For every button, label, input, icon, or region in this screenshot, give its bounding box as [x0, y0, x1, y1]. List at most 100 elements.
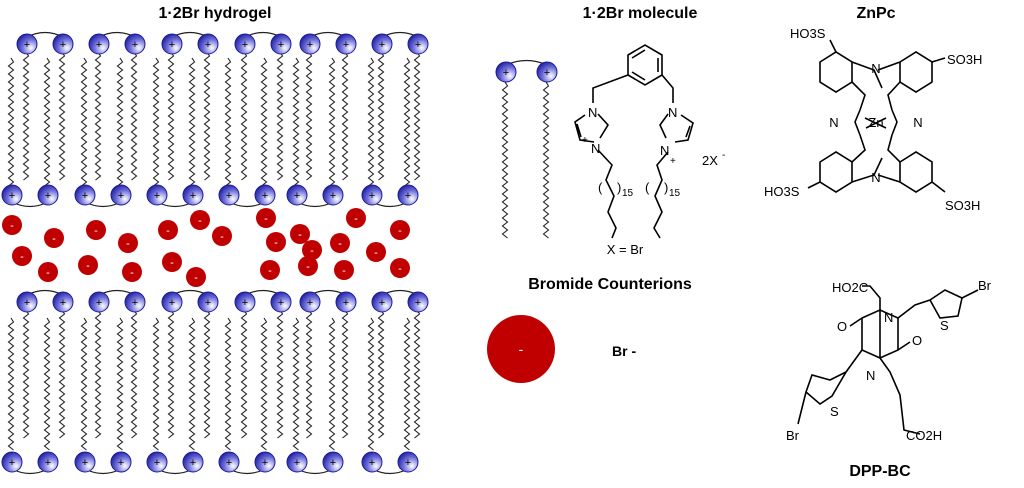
bromide-ion [290, 224, 310, 244]
alkyl-chain [341, 51, 349, 181]
minus-sign: - [374, 247, 378, 259]
plus-sign: + [369, 190, 375, 202]
alkyl-chain [377, 51, 385, 181]
plus-sign: + [205, 297, 211, 309]
minus-sign: - [274, 237, 278, 249]
bromide-ion [330, 233, 350, 253]
bromide-ion [78, 255, 98, 275]
alkyl-chain [130, 51, 138, 181]
cationic-head [397, 184, 419, 206]
alkyl-chain [94, 51, 102, 181]
o-label: O [837, 319, 847, 334]
cationic-head [536, 61, 558, 83]
alkyl-chain [542, 81, 550, 239]
bromide-ion [298, 256, 318, 276]
alkyl-chain [276, 51, 284, 181]
repeat-count: 15 [669, 188, 681, 199]
bromide-ion [38, 262, 58, 282]
cationic-head [124, 291, 146, 313]
counterions-title: Bromide Counterions [528, 276, 692, 293]
alkyl-chain [224, 317, 232, 451]
plus-sign: + [154, 457, 160, 469]
minus-sign: - [398, 263, 402, 275]
alkyl-chain [7, 317, 15, 451]
cationic-head [322, 184, 344, 206]
plus-sign: + [9, 457, 15, 469]
alkyl-chain [22, 309, 30, 439]
minus-sign: - [52, 233, 56, 245]
alkyl-chain [58, 51, 66, 181]
bromide-ion [162, 252, 182, 272]
so3h-bottom-right: SO3H [945, 198, 980, 213]
cationic-head [146, 184, 168, 206]
bromide-ion [186, 267, 206, 287]
alkyl-chain [203, 51, 211, 181]
plus-sign: + [118, 457, 124, 469]
cationic-head [397, 451, 419, 473]
cationic-head [234, 33, 256, 55]
alkyl-chain [305, 309, 313, 439]
atom-zn: Zn [868, 115, 883, 130]
plus-sign: + [169, 297, 175, 309]
plus-sign: + [118, 190, 124, 202]
plus-sign: + [132, 39, 138, 51]
bromide-ion [44, 228, 64, 248]
atom-n: N [871, 170, 880, 185]
n-label: N [866, 368, 875, 383]
minus-sign: - [220, 231, 224, 243]
plus-sign: + [405, 457, 411, 469]
cationic-head [371, 33, 393, 55]
cationic-head [161, 291, 183, 313]
o-label: O [912, 333, 922, 348]
cationic-head [335, 291, 357, 313]
s-label: S [830, 404, 839, 419]
n-label: N [884, 310, 893, 325]
minus-sign: - [166, 225, 170, 237]
bromide-ion [122, 262, 142, 282]
alkyl-chain [94, 309, 102, 439]
alkyl-chain [188, 317, 196, 451]
minus-sign: - [20, 251, 24, 263]
alkyl-chain [292, 57, 300, 187]
plus-sign: + [242, 297, 248, 309]
plus-sign: + [96, 39, 102, 51]
alkyl-chain [188, 57, 196, 187]
minus-sign: - [198, 215, 202, 227]
bromide-ion [256, 208, 276, 228]
molecule-schematic: ++ [495, 59, 558, 239]
cationic-head [110, 451, 132, 473]
counterion-label: 2X [702, 153, 718, 168]
plus-sign: + [226, 190, 232, 202]
minus-sign: - [264, 213, 268, 225]
minus-sign: - [338, 238, 342, 250]
cationic-head [254, 451, 276, 473]
minus-sign: - [398, 225, 402, 237]
minus-sign: - [298, 229, 302, 241]
plus-sign: + [45, 457, 51, 469]
alkyl-chain [260, 57, 268, 187]
alkyl-chain [377, 309, 385, 439]
alkyl-chain [501, 81, 509, 239]
plus-sign: + [369, 457, 375, 469]
atom-n: N [829, 115, 838, 130]
bromide-ion [390, 258, 410, 278]
plus-sign: + [544, 67, 550, 79]
bromide-ion [86, 220, 106, 240]
cationic-head [161, 33, 183, 55]
plus-sign: + [24, 297, 30, 309]
cationic-head [270, 33, 292, 55]
cationic-head [52, 33, 74, 55]
cationic-head [124, 33, 146, 55]
bromide-ion [12, 246, 32, 266]
cationic-head [407, 291, 429, 313]
molecule-structure: N N + N N + ( ) 15 ( ) 15 2X - X = Br [574, 44, 725, 257]
cationic-head [88, 33, 110, 55]
cationic-head [37, 451, 59, 473]
plus-sign: + [242, 39, 248, 51]
bromide-ion [2, 215, 22, 235]
paren: ) [617, 180, 621, 195]
minus-sign: - [130, 267, 134, 279]
alkyl-chain [367, 317, 375, 451]
cationic-head [197, 33, 219, 55]
minus-sign: - [86, 260, 90, 272]
